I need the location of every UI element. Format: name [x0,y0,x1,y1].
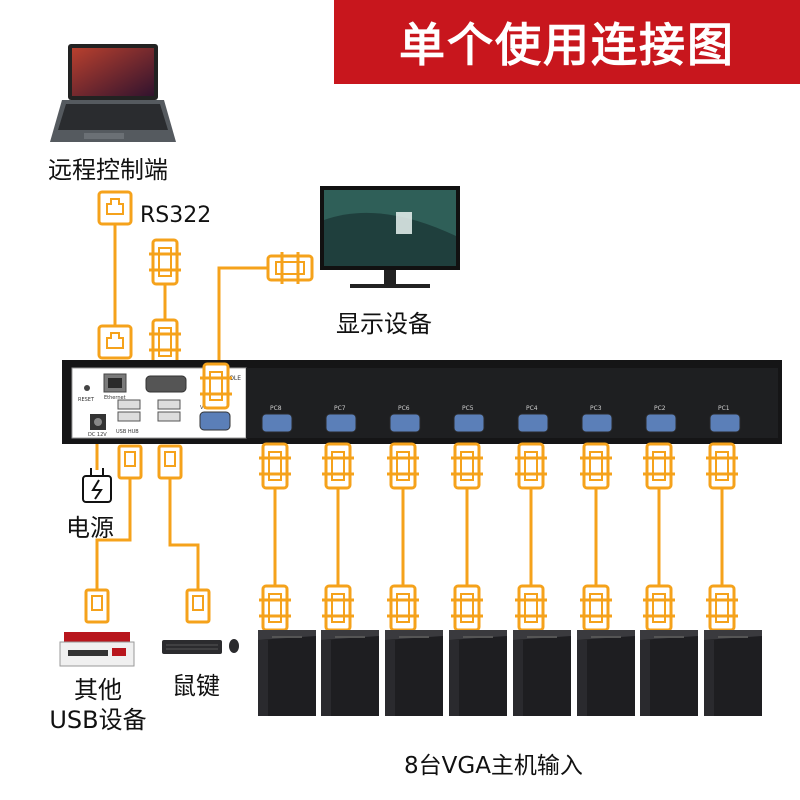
power-plug-icon [82,468,112,503]
rs322-label: RS322 [140,203,212,228]
host-pcs [258,630,762,716]
port-label-pc8: PC8 [270,405,282,412]
laptop-icon [50,44,176,142]
usb-hub-label: USB HUB [116,429,139,435]
power-label: 电源 [66,514,114,542]
port-label-pc1: PC1 [718,405,730,412]
diagram-title: 单个使用连接图 [334,0,800,84]
other-usb-label-line2: USB设备 [49,706,147,734]
port-label-pc3: PC3 [590,405,602,412]
vga-connector-icon [147,238,183,286]
monitor-icon [320,186,460,288]
port-label-pc7: PC7 [334,405,346,412]
usb-connector-icon [84,588,110,624]
hosts-input-label: 8台VGA主机输入 [404,753,583,779]
display-device-label: 显示设备 [336,310,432,338]
reset-label: RESET [78,397,95,403]
port-label-pc2: PC2 [654,405,666,412]
usb-connector-icon [117,444,143,480]
rj45-connector-icon [97,324,133,360]
port-label-pc5: PC5 [462,405,474,412]
other-usb-label-line1: 其他 [74,676,122,704]
rj45-connector-icon [97,190,133,226]
dc-label: DC 12V [88,432,107,438]
ethernet-label: Ethernet [104,395,126,401]
keyboard-mouse-icon [162,639,239,654]
port-label-pc6: PC6 [398,405,410,412]
usb-connector-icon [185,588,211,624]
keyboard-mouse-label: 鼠键 [172,672,220,700]
kvm-switch: RESET Ethernet USB HUB DC 12V VGA OUT CO… [62,360,782,444]
vga-connector-icon [147,318,183,366]
printer-icon [59,632,135,667]
port-label-pc4: PC4 [526,405,538,412]
pc-cable-connectors [257,442,740,632]
usb-connector-icon [157,444,183,480]
vga-connector-icon [266,250,314,286]
remote-control-label: 远程控制端 [48,156,168,184]
vga-connector-icon [198,362,234,410]
